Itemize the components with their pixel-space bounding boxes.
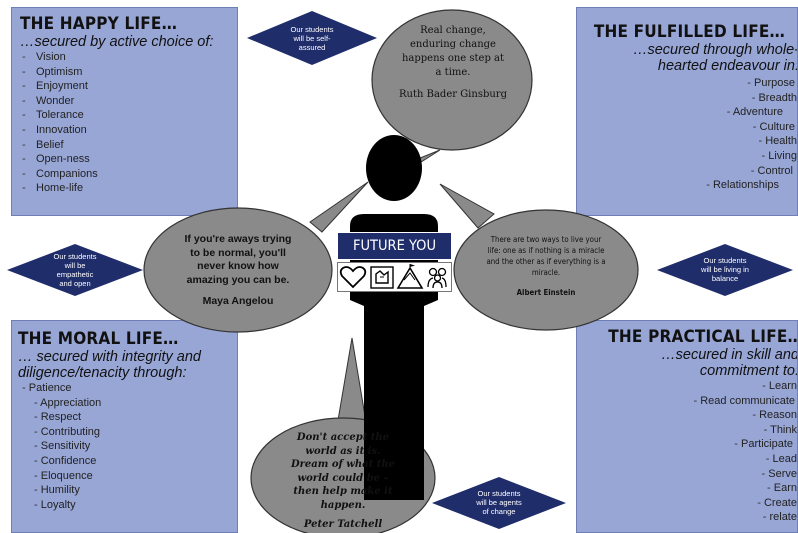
ginsburg-quote-author: Ruth Bader Ginsburg	[399, 89, 507, 100]
moral-life-title: THE MORAL LIFE…	[18, 329, 179, 349]
list-item: Create	[577, 496, 797, 511]
list-item: Confidence	[18, 454, 237, 469]
list-item: Reason	[577, 408, 797, 423]
list-item: Living	[577, 149, 797, 164]
hands-icon	[370, 266, 394, 289]
list-item: Innovation	[20, 123, 237, 138]
ginsburg-quote: Real change, enduring change happens one…	[398, 24, 508, 102]
moral-life-subtitle-line2: diligence/tenacity through:	[18, 365, 187, 381]
diamond-change: Our students will be agents of change	[431, 476, 567, 530]
list-item: Learn	[577, 379, 797, 394]
diamond-change-text: Our students will be agents of change	[476, 489, 522, 516]
happy-life-title: THE HAPPY LIFE…	[20, 14, 178, 34]
tatchell-quote: Don't accept the world as it is. Dream o…	[287, 431, 399, 532]
list-item: Health	[577, 134, 797, 149]
diamond-self-assured: Our students will be self-assured	[246, 10, 378, 66]
happy-life-panel: THE HAPPY LIFE… …secured by active choic…	[11, 7, 238, 216]
happy-life-subtitle: …secured by active choice of:	[20, 34, 214, 50]
moral-life-panel: THE MORAL LIFE… … secured with integrity…	[11, 320, 238, 533]
happy-life-list: Vision Optimism Enjoyment Wonder Toleran…	[20, 50, 237, 196]
list-item: Adventure	[577, 105, 783, 120]
moral-life-list: Patience Appreciation Respect Contributi…	[18, 381, 237, 512]
practical-life-title: THE PRACTICAL LIFE…	[608, 327, 798, 347]
fulfilled-life-title: THE FULFILLED LIFE…	[593, 22, 785, 42]
angelou-quote: If you're aways trying to be normal, you…	[181, 233, 295, 309]
list-item: Enjoyment	[20, 79, 237, 94]
practical-life-subtitle-line2: commitment to:	[699, 363, 798, 379]
angelou-quote-text: If you're aways trying to be normal, you…	[184, 233, 292, 286]
fulfilled-life-subtitle-line1: …secured through whole-	[632, 42, 798, 58]
list-item: Participate	[577, 437, 793, 452]
moral-life-subtitle-line1: … secured with integrity and	[18, 349, 201, 365]
list-item: Purpose	[577, 76, 795, 91]
ginsburg-quote-text: Real change, enduring change happens one…	[401, 25, 505, 78]
list-item: Humility	[18, 483, 237, 498]
speech-bubble-angelou	[143, 181, 369, 333]
list-item: Think	[577, 423, 797, 438]
future-you-banner: FUTURE YOU	[337, 232, 452, 260]
people-icon	[427, 267, 447, 289]
fulfilled-life-subtitle-line2: hearted endeavour in:	[657, 58, 798, 74]
list-item: Respect	[18, 410, 237, 425]
speech-bubble-einstein	[439, 183, 639, 331]
list-item: Eloquence	[18, 469, 237, 484]
list-item: Serve	[577, 467, 797, 482]
diamond-balance-text: Our students will be living in balance	[701, 256, 749, 283]
icon-strip	[337, 262, 452, 292]
list-item: Loyalty	[18, 498, 237, 513]
practical-life-subtitle-line1: …secured in skill and	[661, 347, 798, 363]
list-item: Companions	[20, 167, 237, 182]
diamond-self-assured-text: Our students will be self-assured	[290, 25, 334, 52]
future-you-label: FUTURE YOU	[352, 238, 436, 254]
list-item: Read communicate	[577, 394, 795, 409]
list-item: Contributing	[18, 425, 237, 440]
list-item: Patience	[18, 381, 237, 396]
einstein-quote-text: There are two ways to live your life: on…	[486, 235, 606, 277]
practical-life-panel: THE PRACTICAL LIFE… …secured in skill an…	[576, 320, 798, 533]
list-item: relate	[577, 510, 797, 525]
list-item: Sensitivity	[18, 439, 237, 454]
list-item: Culture	[577, 120, 795, 135]
fulfilled-life-panel: THE FULFILLED LIFE… …secured through who…	[576, 7, 798, 216]
tatchell-quote-author: Peter Tatchell	[303, 519, 383, 530]
diamond-balance: Our students will be living in balance	[656, 243, 794, 297]
tatchell-quote-text: Don't accept the world as it is. Dream o…	[290, 432, 395, 511]
heart-icon	[339, 266, 367, 289]
list-item: Open-ness	[20, 152, 237, 167]
list-item: Vision	[20, 50, 237, 65]
mountain-icon	[396, 264, 424, 289]
practical-life-list: Learn Read communicate Reason Think Part…	[577, 379, 797, 525]
list-item: Relationships	[577, 178, 779, 193]
einstein-quote-author: Albert Einstein	[516, 288, 576, 297]
list-item: Earn	[577, 481, 797, 496]
list-item: Lead	[577, 452, 797, 467]
list-item: Appreciation	[18, 396, 237, 411]
list-item: Control	[577, 164, 793, 179]
diamond-empathetic-text: Our students will be empathetic and open	[53, 252, 97, 288]
list-item: Tolerance	[20, 108, 237, 123]
list-item: Wonder	[20, 94, 237, 109]
angelou-quote-author: Maya Angelou	[202, 295, 274, 307]
list-item: Belief	[20, 138, 237, 153]
diamond-empathetic: Our students will be empathetic and open	[6, 243, 144, 297]
fulfilled-life-list: Purpose Breadth Adventure Culture Health…	[577, 76, 797, 193]
list-item: Home-life	[20, 181, 237, 196]
list-item: Breadth	[577, 91, 797, 106]
einstein-quote: There are two ways to live your life: on…	[484, 234, 608, 298]
list-item: Optimism	[20, 65, 237, 80]
